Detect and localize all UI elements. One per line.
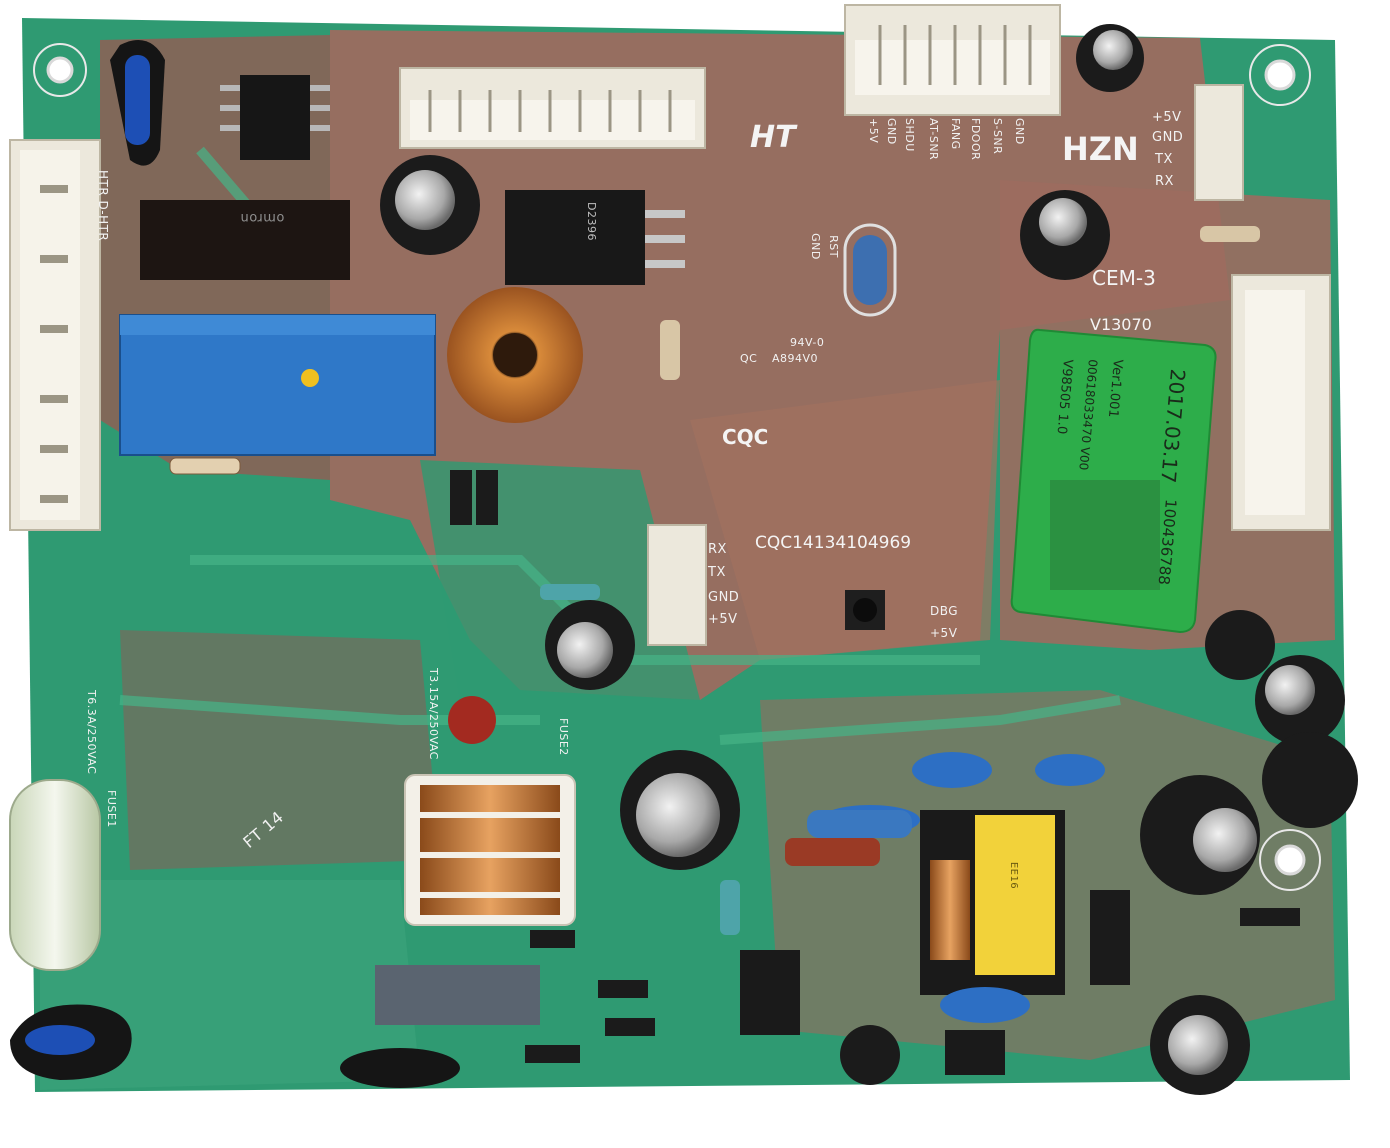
fuse2-rating: T3.15A/250VAC <box>427 668 440 760</box>
fuse1-rating: T6.3A/250VAC <box>85 690 98 775</box>
fuse1-name: FUSE1 <box>105 790 118 828</box>
transformer-marking: EE16 <box>1008 861 1020 890</box>
dbg-pin-1: DBG <box>930 604 959 618</box>
cn2-pin-8: GND <box>1013 118 1026 145</box>
sticker-text: V98505 1.0 00618033470 V00 Ver1.001 2017… <box>1040 350 1210 620</box>
sticker-line-3: Ver1.001 <box>1104 358 1125 419</box>
ul-rating: 94V-0 <box>790 336 825 349</box>
ul-file: A894V0 <box>772 352 819 365</box>
cn4-pin-1: +5V <box>1152 110 1182 125</box>
cqc-mark: CQC <box>722 425 769 449</box>
cn2-pin-3: SHDU <box>903 118 916 152</box>
sticker-line-2: 00618033470 V00 <box>1076 358 1100 471</box>
brand-label: HZN <box>1062 130 1139 168</box>
cn2-pin-2: GND <box>885 118 898 145</box>
dbg-pin-2: +5V <box>930 626 958 640</box>
cn2-labels: +5V GND SHDU AT-SNR FANG FDOOR S-SNR GND <box>867 118 1080 161</box>
qc-code: QC <box>740 352 758 365</box>
cn1-pin-1: RST <box>826 235 840 258</box>
ht-logo: HT <box>750 120 796 155</box>
cn1-pin-2: GND <box>808 233 822 260</box>
cn6-pin-4: +5V <box>708 612 738 627</box>
cn5-labels: HTR D-HTR <box>96 170 110 242</box>
cn4-pin-3: TX <box>1155 152 1173 167</box>
cert-code-label: CQC14134104969 <box>755 533 912 553</box>
relay-marking: omron <box>240 210 285 225</box>
cn6-pin-2: TX <box>708 565 726 580</box>
cn2-pin-1: +5V <box>867 118 880 144</box>
fuse2-name: FUSE2 <box>557 718 570 756</box>
cn6-pin-3: GND <box>708 590 740 605</box>
sticker-date: 2017.03.17 <box>1156 367 1190 485</box>
cn2-pin-7: S-SNR <box>991 118 1004 155</box>
version-label: V13070 <box>1090 315 1152 334</box>
capacitors <box>380 24 1358 1095</box>
transistor-marking: D2396 <box>585 202 598 241</box>
cn4-pin-2: GND <box>1152 130 1184 145</box>
cn2-pin-4: AT-SNR <box>927 118 940 161</box>
model-label: CEM-3 <box>1092 266 1156 290</box>
cn2-pin-5: FANG <box>949 118 962 150</box>
sticker-serial: 100436788 <box>1154 498 1180 586</box>
cn6-pin-1: RX <box>708 542 727 557</box>
cn2-pin-6: FDOOR <box>969 118 982 161</box>
sticker-line-1: V98505 1.0 <box>1053 358 1075 435</box>
cn4-pin-4: RX <box>1155 174 1174 189</box>
